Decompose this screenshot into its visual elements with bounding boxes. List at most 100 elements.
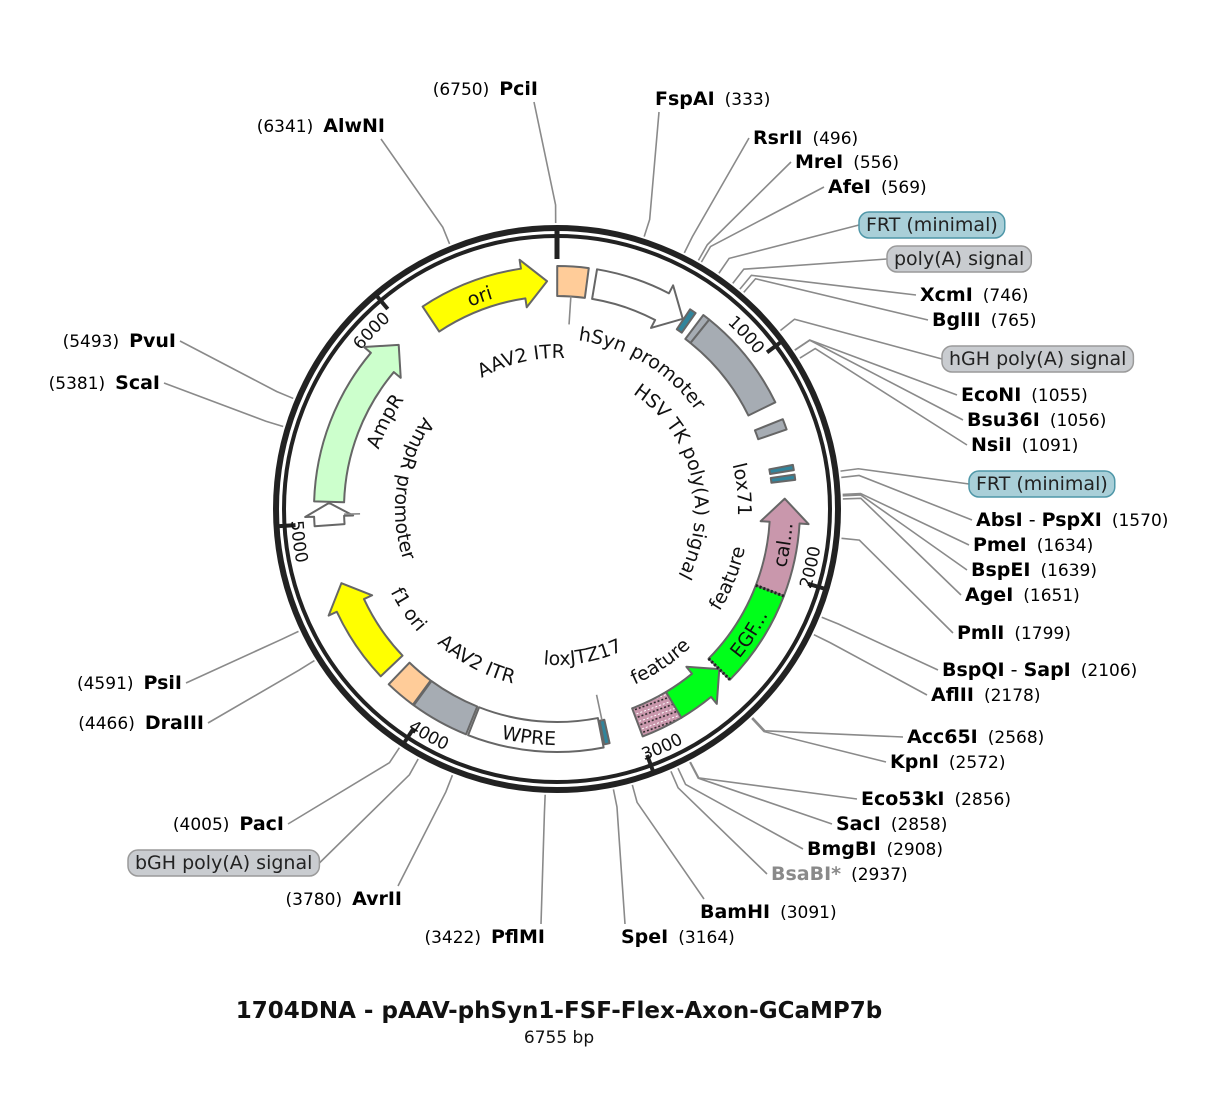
enzyme-name: SacI [836,813,881,835]
site-Bsu36I[interactable]: Bsu36I(1056) [967,409,1106,431]
feature-junction [755,583,785,598]
feature-wpre[interactable] [467,706,605,753]
site-PciI[interactable]: (6750)PciI [433,78,538,100]
feature-lox71[interactable] [768,463,795,476]
site-PmlI[interactable]: PmlI(1799) [957,622,1071,644]
enzyme-position: (1056) [1050,411,1107,431]
feature-hgh-poly-a-signal[interactable] [689,318,777,417]
site-leader-line [689,761,858,800]
enzyme-name: FspAI [655,88,715,110]
site-XcmI[interactable]: XcmI(746) [920,284,1029,306]
callout-frt-minimal-2[interactable]: FRT (minimal) [976,473,1108,495]
enzyme-position: (496) [812,129,858,149]
feature-ori[interactable] [421,258,549,333]
site-AflII[interactable]: AflII(2178) [931,684,1040,706]
feature-aav2-itr[interactable] [556,265,590,299]
feature-label: AmpR promoter [390,414,438,563]
site-AvrII[interactable]: (3780)AvrII [286,888,402,910]
site-KpnI[interactable]: KpnI(2572) [890,751,1005,773]
enzyme-name: PacI [239,813,284,835]
feature-hsyn-promoter[interactable] [591,268,684,329]
site-leader-line [612,789,626,925]
enzyme-separator: - [1023,509,1042,531]
site-BamHI[interactable]: BamHI(3091) [700,901,837,923]
site-leader-line [670,771,768,875]
site-PmeI[interactable]: PmeI(1634) [973,534,1093,556]
feature-aav2-itr[interactable] [387,661,432,706]
site-PacI[interactable]: (4005)PacI [173,813,284,835]
enzyme-position: (6750) [433,80,490,100]
callout-leader-line [718,224,860,274]
enzyme-name: PflMI [491,926,545,948]
callout-box [858,211,1006,239]
enzyme-position: (1055) [1031,386,1088,406]
backbone-ring [273,225,841,793]
site-FspAI[interactable]: FspAI(333) [655,88,770,110]
enzyme-name: BspEI [971,559,1030,581]
site-leader-line [179,340,294,400]
site-AfeI[interactable]: AfeI (569) [828,176,927,198]
site-PsiI[interactable]: (4591)PsiI [77,672,182,694]
site-PflMI[interactable]: (3422) PflMI [424,926,545,948]
site-RsrII[interactable]: RsrII(496) [753,127,858,149]
site-AbsI-PspXI[interactable]: AbsI - PspXI(1570) [976,509,1168,531]
site-SacI[interactable]: SacI(2858) [836,813,947,835]
site-leader-line [813,633,928,696]
scale-tick [645,754,656,775]
callout-polya-signal[interactable]: poly(A) signal [894,248,1024,270]
site-BsaBI[interactable]: BsaBI*(2937) [771,863,908,885]
site-AlwNI[interactable]: (6341)AlwNI [257,115,385,137]
feature-egf[interactable] [707,584,785,681]
enzyme-position: (1091) [1022,436,1079,456]
site-Acc65I[interactable]: Acc65I(2568) [907,726,1044,748]
site-leader-line [689,761,833,825]
feature-hsv-tk-poly-a-signal[interactable] [753,418,788,441]
feature-ampr-promoter[interactable] [304,501,355,528]
site-DraIII[interactable]: (4466)DraIII [78,712,204,734]
site-Eco53kI[interactable]: Eco53kI(2856) [861,788,1011,810]
feature-frt-minimal[interactable] [675,308,697,334]
enzyme-position: (2856) [954,790,1011,810]
enzyme-name: AflII [931,684,974,706]
enzyme-position: (6341) [257,117,314,137]
site-EcoNI[interactable]: EcoNI(1055) [961,384,1088,406]
enzyme-position: (1634) [1037,536,1094,556]
site-leader-line [743,277,929,321]
restriction-site-labels: FspAI(333) RsrII(496) MreI(556) AfeI (569… [49,78,1169,948]
feature-label: loxJTZ17 [543,635,625,670]
site-SpeI[interactable]: SpeI(3164) [621,926,735,948]
feature-feature[interactable] [631,691,683,738]
site-ScaI[interactable]: (5381)ScaI [49,372,160,394]
plasmid-title: 1704DNA - pAAV-phSyn1-FSF-Flex-Axon-GCaM… [236,998,882,1024]
site-AgeI[interactable]: AgeI(1651) [965,584,1080,606]
enzyme-name: ScaI [115,372,160,394]
enzyme-position: (569) [881,178,927,198]
callout-frt-minimal[interactable]: FRT (minimal) [866,214,998,236]
site-BspQI-SapI[interactable]: BspQI - SapI(2106) [942,659,1137,681]
scale-tick [373,292,390,311]
enzyme-separator: - [1005,659,1024,681]
enzyme-name: BamHI [700,901,770,923]
feature-label: HSV TK poly(A) signal [630,380,712,584]
enzyme-name: NsiI [971,434,1012,456]
enzyme-name: AfeI [828,176,871,198]
enzyme-position: (3422) [424,928,481,948]
enzyme-alt-name: PspXI [1042,509,1102,531]
enzyme-position: (2908) [886,840,943,860]
feature-loxjtz17[interactable] [598,718,611,746]
enzyme-name: AvrII [352,888,402,910]
feature-f1-ori[interactable] [327,582,404,678]
site-PvuI[interactable]: (5493)PvuI [63,330,176,352]
site-BglII[interactable]: BglII(765) [932,309,1036,331]
feature-frt-minimal[interactable] [769,473,797,484]
enzyme-position: (2572) [949,753,1006,773]
site-BmgBI[interactable]: BmgBI(2908) [807,838,943,860]
site-MreI[interactable]: MreI(556) [795,151,899,173]
site-BspEI[interactable]: BspEI(1639) [971,559,1097,581]
feature-ampr[interactable] [313,343,402,504]
callout-hgh-polya-signal[interactable]: hGH poly(A) signal [949,348,1126,370]
site-NsiI[interactable]: NsiI (1091) [971,434,1078,456]
callout-bgh-polya-signal[interactable]: bGH poly(A) signal [135,852,312,874]
site-leader-line [380,138,451,245]
enzyme-position: (3164) [678,928,735,948]
